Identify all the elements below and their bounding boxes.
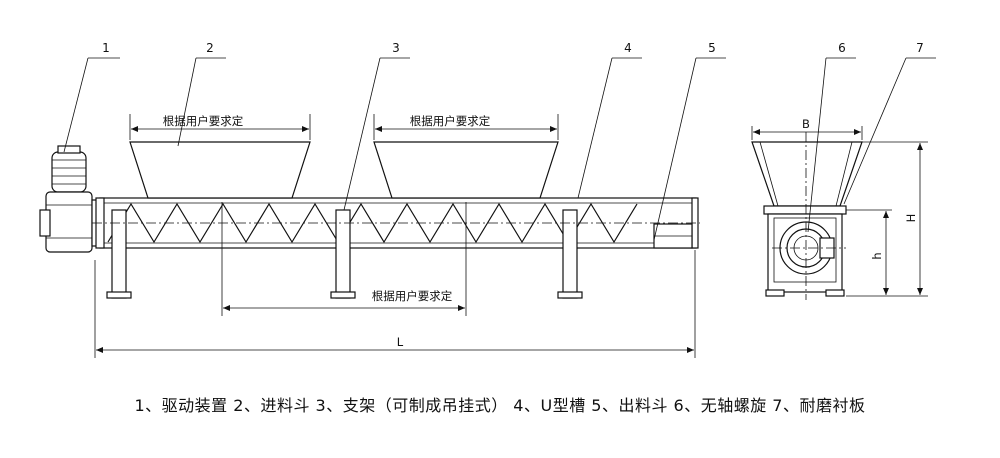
dim-H-label: H	[904, 214, 918, 223]
dim-L-label: L	[397, 335, 404, 349]
dim-top-right-label: 根据用户要求定	[410, 114, 491, 128]
callout-2: 2	[177, 41, 226, 147]
legend-caption: 1、驱动装置 2、进料斗 3、支架（可制成吊挂式） 4、U型槽 5、出料斗 6、…	[134, 396, 866, 415]
end-view: B h H	[751, 117, 928, 300]
svg-text:4: 4	[624, 41, 632, 55]
shaftless-spiral	[107, 202, 638, 244]
dim-bottom-label: 根据用户要求定	[372, 289, 453, 303]
supports	[106, 209, 583, 299]
dim-h-label: h	[870, 252, 884, 259]
dim-top-right: 根据用户要求定	[373, 114, 559, 140]
feed-hoppers	[129, 141, 559, 199]
side-view: 根据用户要求定 根据用户要求定 根据用户要求定 L	[39, 114, 700, 358]
dim-top-left: 根据用户要求定	[129, 114, 311, 140]
discharge-outlet	[653, 223, 693, 249]
svg-text:7: 7	[916, 41, 924, 55]
svg-text:1: 1	[102, 41, 110, 55]
svg-text:2: 2	[206, 41, 214, 55]
svg-text:5: 5	[708, 41, 716, 55]
callout-3: 3	[343, 41, 410, 211]
callout-1: 1	[63, 41, 120, 153]
dim-overall-length: L	[94, 250, 696, 358]
callout-6: 6	[807, 41, 856, 233]
dim-bottom: 根据用户要求定	[221, 202, 467, 316]
dim-B-label: B	[802, 117, 810, 131]
callout-4: 4	[577, 41, 642, 199]
callouts: 1 2 3 4 5 6 7	[63, 41, 936, 241]
svg-text:3: 3	[392, 41, 400, 55]
dim-top-left-label: 根据用户要求定	[163, 114, 244, 128]
drive-unit	[39, 145, 101, 253]
callout-7: 7	[843, 41, 936, 205]
svg-text:6: 6	[838, 41, 846, 55]
callout-5: 5	[653, 41, 726, 241]
